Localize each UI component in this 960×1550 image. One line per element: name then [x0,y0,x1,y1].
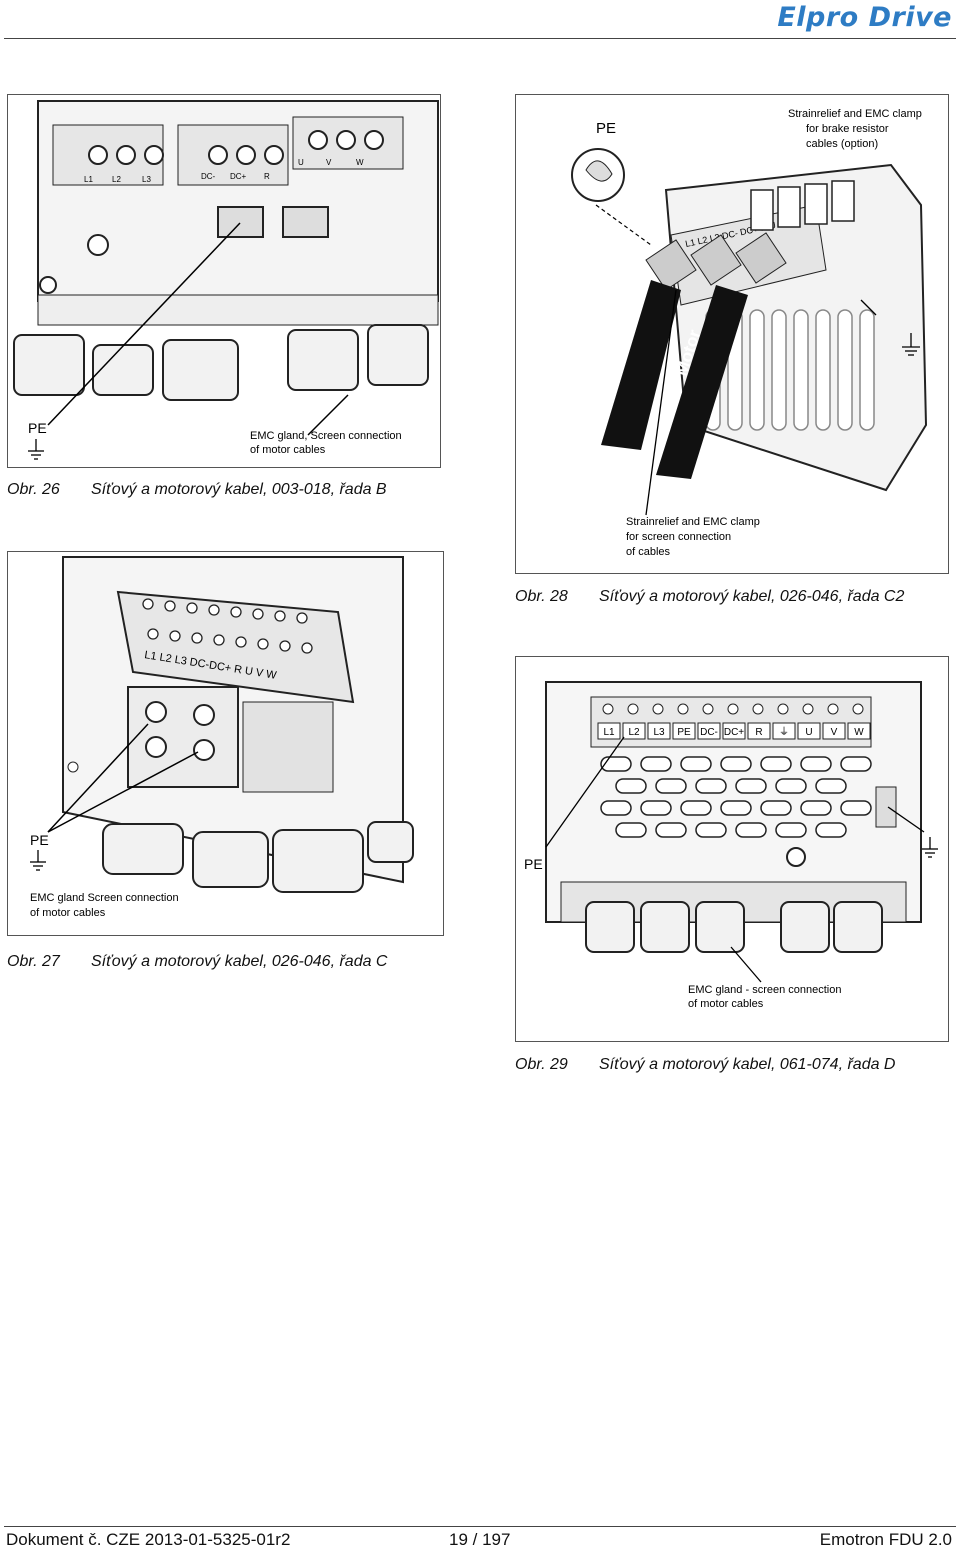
fig29-terminal-label: L2 [628,727,640,738]
fig29-terminal-box [797,722,821,740]
figure-29-title: Síťový a motorový kabel, 061-074, řada D [599,1056,896,1073]
fig26-terminal-DC-plus: DC+ [230,172,247,181]
fig29-terminal-screw [627,703,639,715]
fig29-terminal-label: L3 [653,727,665,738]
fig29-terminal-label: ⏚ [779,726,789,738]
fig26-terminal-L2: L2 [112,175,121,184]
fig29-terminal-screw [752,703,764,715]
footer-product: Emotron FDU 2.0 [819,1530,952,1549]
fig29-terminal-label: DC- [700,727,718,738]
fig27-emc-label-2: of motor cables [30,907,106,919]
fig29-terminal-screw [777,703,789,715]
fig29-terminal-box [822,722,846,740]
fig28-strain-top-label-1: Strainrelief and EMC clamp [788,108,922,120]
fig28-pe-label: PE [596,120,616,137]
fig29-terminal-box [697,722,721,740]
fig29-terminal-box [847,722,871,740]
fig29-terminal-screw [702,703,714,715]
fig29-terminal-label: U [805,727,812,738]
fig26-terminal-R: R [264,172,270,181]
fig26-terminal-U: U [298,158,304,167]
fig26-pe-label: PE [28,420,47,436]
figure-28-caption: Obr. 28 Síťový a motorový kabel, 026-046,… [515,588,904,606]
fig29-terminal-screw [677,703,689,715]
fig29-terminal-box [747,722,771,740]
fig26-emc-label-2: of motor cables [250,444,326,456]
figure-27-title: Síťový a motorový kabel, 026-046, řada C [91,953,388,970]
fig27-emc-label-1: EMC gland Screen connection [30,892,179,904]
footer-divider [4,1526,956,1527]
figure-28-image: PE Strainrelief and EMC clamp for brake … [515,94,949,574]
figure-27-number: Obr. 27 [7,953,60,970]
fig29-terminal-label: DC+ [724,727,744,738]
figure-29-caption: Obr. 29 Síťový a motorový kabel, 061-074,… [515,1056,895,1074]
figure-26-image: L1 L2 L3 DC- DC+ R U V W PE EMC gla [7,94,441,468]
fig29-terminal-label: V [831,727,838,738]
figure-29-number: Obr. 29 [515,1056,568,1073]
figure-26-number: Obr. 26 [7,481,60,498]
fig26-emc-label-1: EMC gland, Screen connection [250,430,402,442]
fig29-emc-label-2: of motor cables [688,998,764,1010]
fig28-strain-top-label-3: cables (option) [806,138,878,150]
fig28-strain-bottom-label-1: Strainrelief and EMC clamp [626,516,760,528]
figure-26-title: Síťový a motorový kabel, 003-018, řada B [91,481,387,498]
footer-doc-number: Dokument č. CZE 2013-01-5325-01r2 [6,1530,291,1549]
fig26-terminal-L1: L1 [84,175,93,184]
fig29-terminal-screw [827,703,839,715]
footer-page-number: 19 / 197 [449,1530,511,1549]
fig29-terminal-screw [802,703,814,715]
figure-27-caption: Obr. 27 Síťový a motorový kabel, 026-046,… [7,953,387,971]
fig29-terminal-box [622,722,646,740]
fig26-terminal-L3: L3 [142,175,151,184]
fig26-terminal-DC-minus: DC- [201,172,216,181]
fig27-pe-label: PE [30,832,49,848]
fig29-terminal-label: PE [677,727,691,738]
fig29-emc-label-1: EMC gland - screen connection [688,984,841,996]
fig29-terminal-label: W [854,727,864,738]
fig28-strain-top-label-2: for brake resistor [806,123,889,135]
fig29-terminal-screw [852,703,864,715]
fig28-strain-bottom-label-2: for screen connection [626,531,731,543]
fig28-strain-bottom-label-3: of cables [626,546,671,558]
fig29-terminal-box [597,722,621,740]
figure-28-title: Síťový a motorový kabel, 026-046, řada C… [599,588,905,605]
fig26-terminal-V: V [326,158,332,167]
fig29-terminal-label: R [755,727,762,738]
figure-27-image: L1 L2 L3 DC-DC+ R U V W PE EMC gland Scr… [7,551,444,936]
fig29-terminal-screw [602,703,614,715]
fig26-terminal-W: W [356,158,364,167]
header-divider [4,38,956,39]
brand-logo: Elpro Drive [777,2,952,33]
figure-26-caption: Obr. 26 Síťový a motorový kabel, 003-018,… [7,481,387,499]
figure-28-number: Obr. 28 [515,588,568,605]
fig29-terminal-label: L1 [603,727,615,738]
fig29-terminal-box [722,722,746,740]
fig29-terminal-screw [652,703,664,715]
fig28-mains-label: Mains [597,305,629,357]
fig29-terminal-row: L1 L2 L3 PE DC- DC+ R ⏚ U V W [597,703,871,740]
fig29-terminal-box [647,722,671,740]
fig29-terminal-box [672,722,696,740]
fig29-terminal-screw [727,703,739,715]
fig29-pe-label: PE [524,856,543,872]
fig29-terminal-box [772,722,796,740]
